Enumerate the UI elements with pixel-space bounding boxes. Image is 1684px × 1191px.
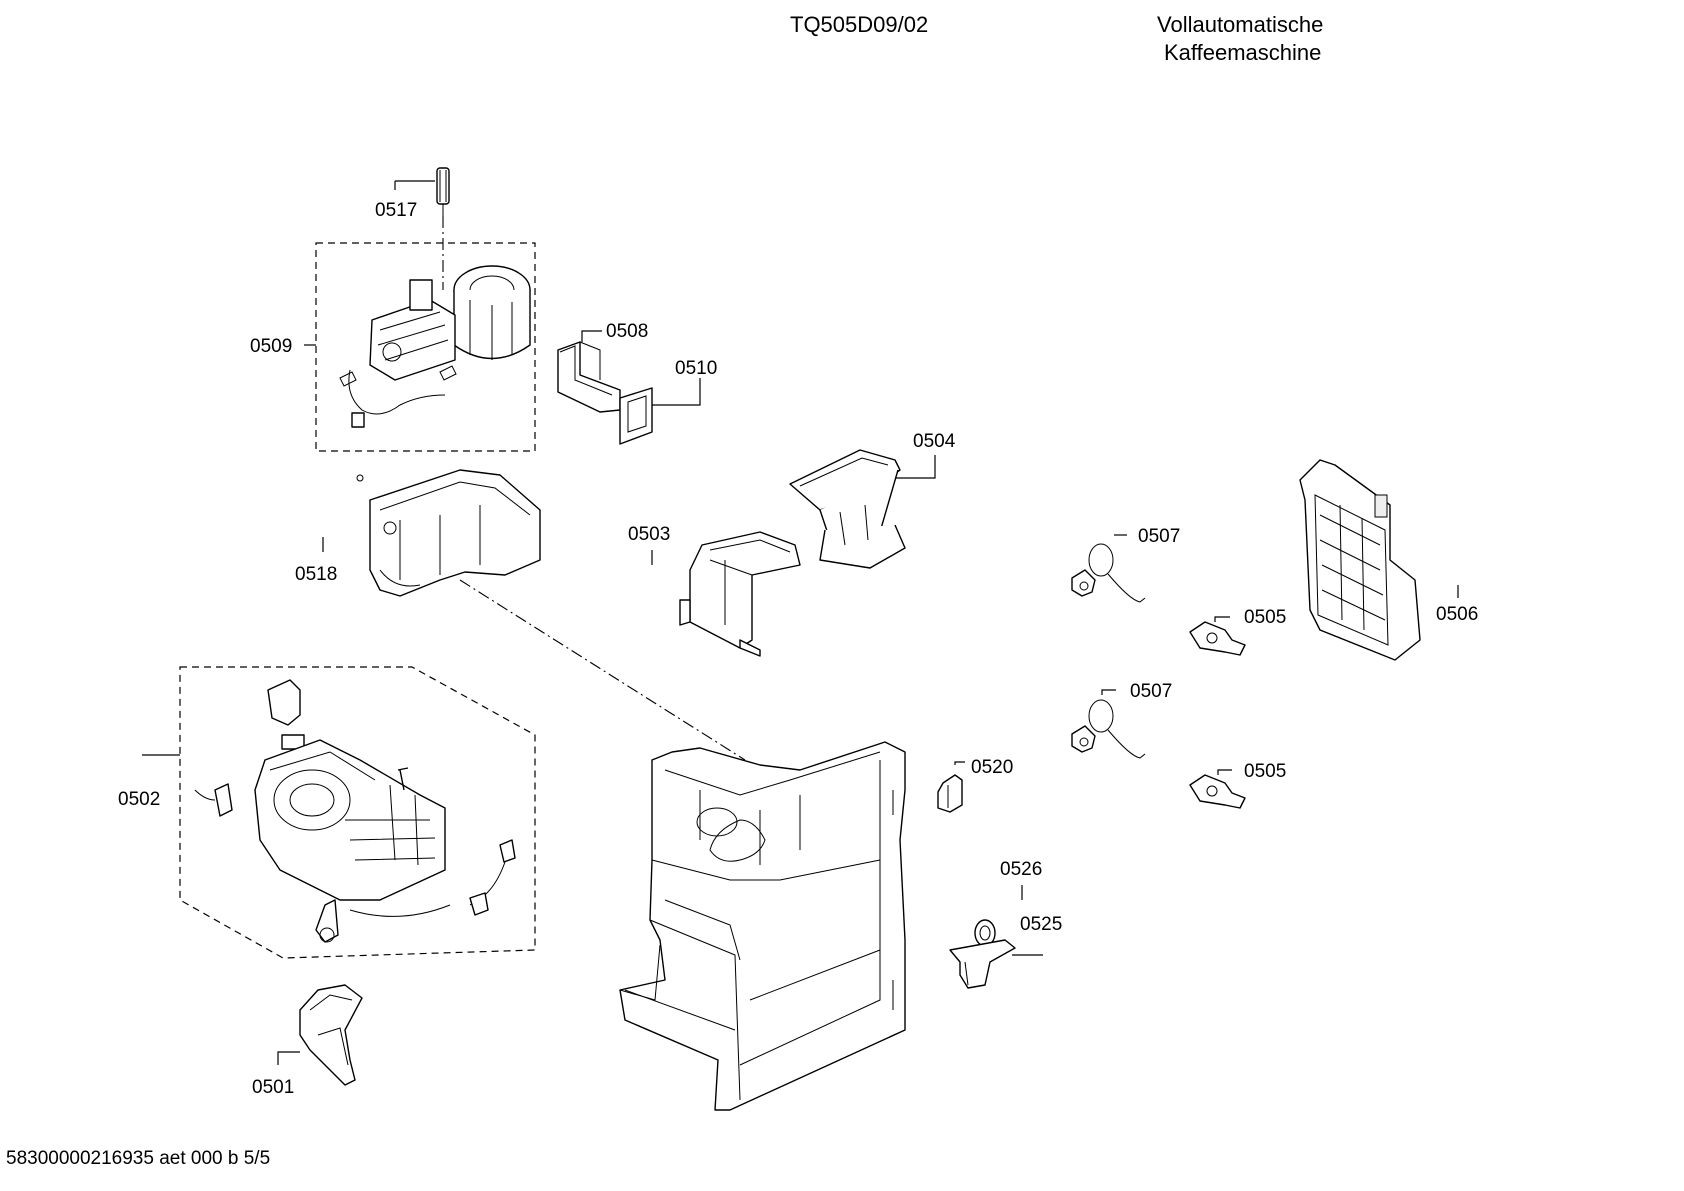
label-0507-b: 0507	[1130, 681, 1172, 702]
label-0503: 0503	[628, 524, 670, 545]
part-0503-chute	[679, 531, 801, 657]
label-0502: 0502	[118, 789, 160, 810]
label-0509: 0509	[250, 336, 292, 357]
description-line-2: Kaffeemaschine	[1164, 40, 1321, 65]
document-id: 58300000216935 aet 000 b 5/5	[6, 1148, 270, 1169]
label-0501: 0501	[252, 1077, 294, 1098]
label-0517: 0517	[375, 200, 417, 221]
group-box-0509	[315, 242, 536, 452]
part-0518-housing	[356, 469, 746, 761]
label-0520: 0520	[971, 757, 1013, 778]
label-0504: 0504	[913, 431, 956, 452]
label-0506: 0506	[1436, 604, 1478, 625]
label-0505-b: 0505	[1244, 761, 1286, 782]
part-0517-pin	[436, 167, 450, 290]
part-0525-lever	[949, 939, 1016, 989]
part-0505-clip-b	[1189, 774, 1246, 809]
part-0507-spring-a	[1071, 543, 1146, 603]
label-0508: 0508	[606, 321, 648, 342]
part-0507-spring-b	[1071, 699, 1146, 759]
label-0518: 0518	[295, 564, 337, 585]
part-0526-spring	[974, 919, 996, 947]
label-0526: 0526	[1000, 859, 1042, 880]
description-line-1: Vollautomatische	[1157, 12, 1323, 37]
part-0506-control-board	[1299, 459, 1421, 661]
part-0502-brewing-unit	[194, 679, 516, 943]
part-0520-holder	[937, 774, 963, 813]
part-0501-drip-guide	[299, 984, 363, 1086]
label-0510: 0510	[675, 358, 717, 379]
label-0505-a: 0505	[1244, 607, 1286, 628]
part-0505-clip-a	[1189, 621, 1246, 656]
part-0504-funnel	[789, 449, 906, 569]
part-0509-grinder-unit	[339, 265, 531, 428]
label-0525: 0525	[1020, 914, 1062, 935]
label-0507-a: 0507	[1138, 526, 1180, 547]
model-number: TQ505D09/02	[790, 12, 928, 37]
group-box-0502	[179, 666, 536, 959]
part-0508-bracket	[557, 341, 621, 413]
part-0510-plate	[619, 387, 653, 445]
main-frame	[619, 741, 906, 1111]
